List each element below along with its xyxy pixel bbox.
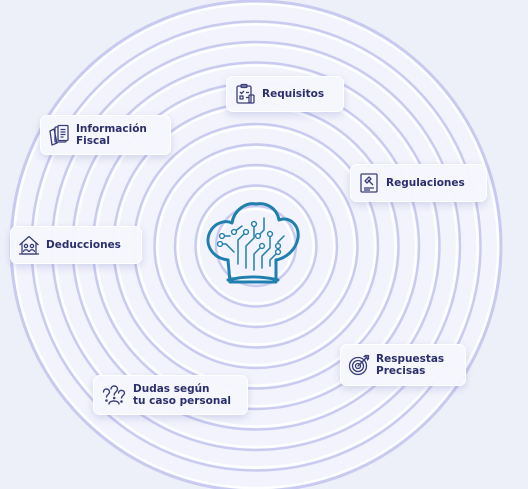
topic-requisitos-button[interactable]: Requisitos [226,76,344,112]
house-people-icon [19,235,39,255]
topic-label: Información Fiscal [76,123,147,147]
ring-highlight [156,146,356,346]
topic-label: Requisitos [262,88,325,100]
gavel-document-icon [360,173,378,193]
topic-label: Regulaciones [386,177,465,189]
topic-informacion-fiscal-button[interactable]: Información Fiscal [40,115,171,155]
ring-highlight [176,166,336,326]
topic-label: Dudas según tu caso personal [133,383,232,407]
topic-dudas-button[interactable]: Dudas según tu caso personal [93,375,248,415]
topic-deducciones-button[interactable]: Deducciones [10,226,142,264]
topic-regulaciones-button[interactable]: Regulaciones [350,164,487,202]
topic-respuestas-precisas-button[interactable]: Respuestas Precisas [340,344,466,386]
question-marks-icon [102,385,126,405]
ring-highlight [197,187,315,305]
chef-hat-circuit-icon [206,202,300,284]
target-arrow-icon [348,354,370,376]
topic-label: Respuestas Precisas [376,353,445,377]
topic-label: Deducciones [46,239,121,251]
clipboard-checklist-icon [236,83,255,104]
documents-icon [49,124,69,146]
